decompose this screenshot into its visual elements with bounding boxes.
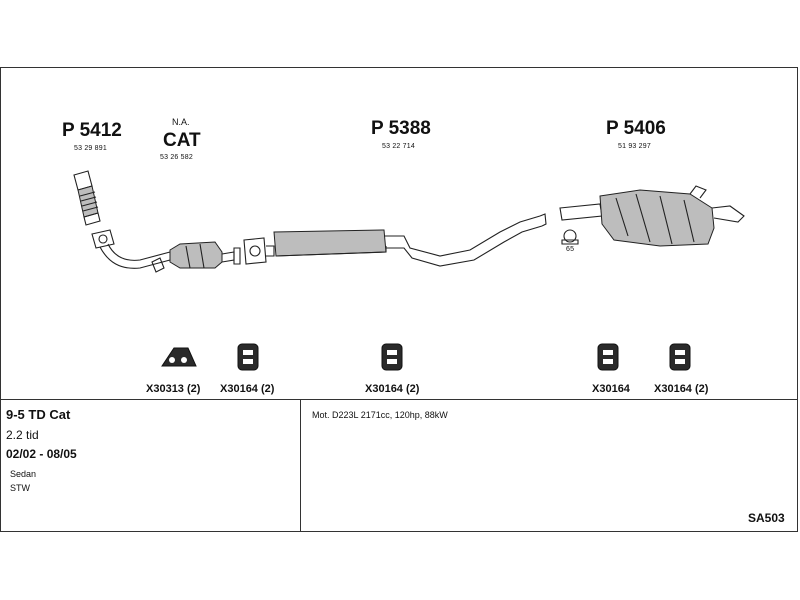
part-code-cat: CAT: [163, 130, 201, 151]
vehicle-body-stw: STW: [10, 483, 30, 493]
vehicle-engine: 2.2 tid: [6, 428, 39, 442]
fitting-icon-2: [381, 343, 403, 371]
part-number-front-pipe: 53 29 891: [74, 145, 107, 152]
vehicle-body-sedan: Sedan: [10, 469, 37, 479]
part-number-middle-silencer: 53 22 714: [382, 143, 415, 150]
fitting-label-3: X30164: [592, 383, 630, 395]
divider-horizontal: [0, 399, 798, 400]
front-pipe-graphic: [91, 229, 171, 269]
part-number-cat: 53 26 582: [160, 154, 193, 161]
fitting-label-1: X30164 (2): [220, 383, 275, 395]
vehicle-dates: 02/02 - 08/05: [6, 447, 77, 461]
diagram-frame: [0, 67, 798, 532]
flex-pipe-graphic: [73, 170, 101, 226]
motor-info: Mot. D223L 2171cc, 120hp, 88kW: [312, 410, 448, 420]
divider-vertical: [300, 400, 301, 532]
rear-silencer-graphic: [559, 185, 745, 247]
fitting-icon-0: [161, 347, 197, 367]
fitting-icon-4: [669, 343, 691, 371]
catalytic-converter-graphic: [151, 241, 241, 273]
part-number-rear-silencer: 51 93 297: [618, 143, 651, 150]
fitting-label-0: X30313 (2): [146, 383, 201, 395]
fitting-icon-1: [237, 343, 259, 371]
fitting-label-2: X30164 (2): [365, 383, 420, 395]
fitting-icon-3: [597, 343, 619, 371]
vehicle-model: 9-5 TD Cat: [6, 407, 71, 422]
part-note-cat: N.A.: [172, 117, 190, 127]
reference-code: SA503: [748, 511, 785, 525]
fitting-label-4: X30164 (2): [654, 383, 709, 395]
part-code-rear-silencer: P 5406: [606, 118, 666, 139]
part-code-front-pipe: P 5412: [62, 120, 122, 141]
bracket-small-graphic: [561, 229, 579, 245]
middle-silencer-graphic: [266, 213, 547, 267]
bracket-small-label: 65: [566, 246, 575, 253]
joint-flange-graphic: [243, 237, 267, 265]
part-code-middle-silencer: P 5388: [371, 118, 431, 139]
